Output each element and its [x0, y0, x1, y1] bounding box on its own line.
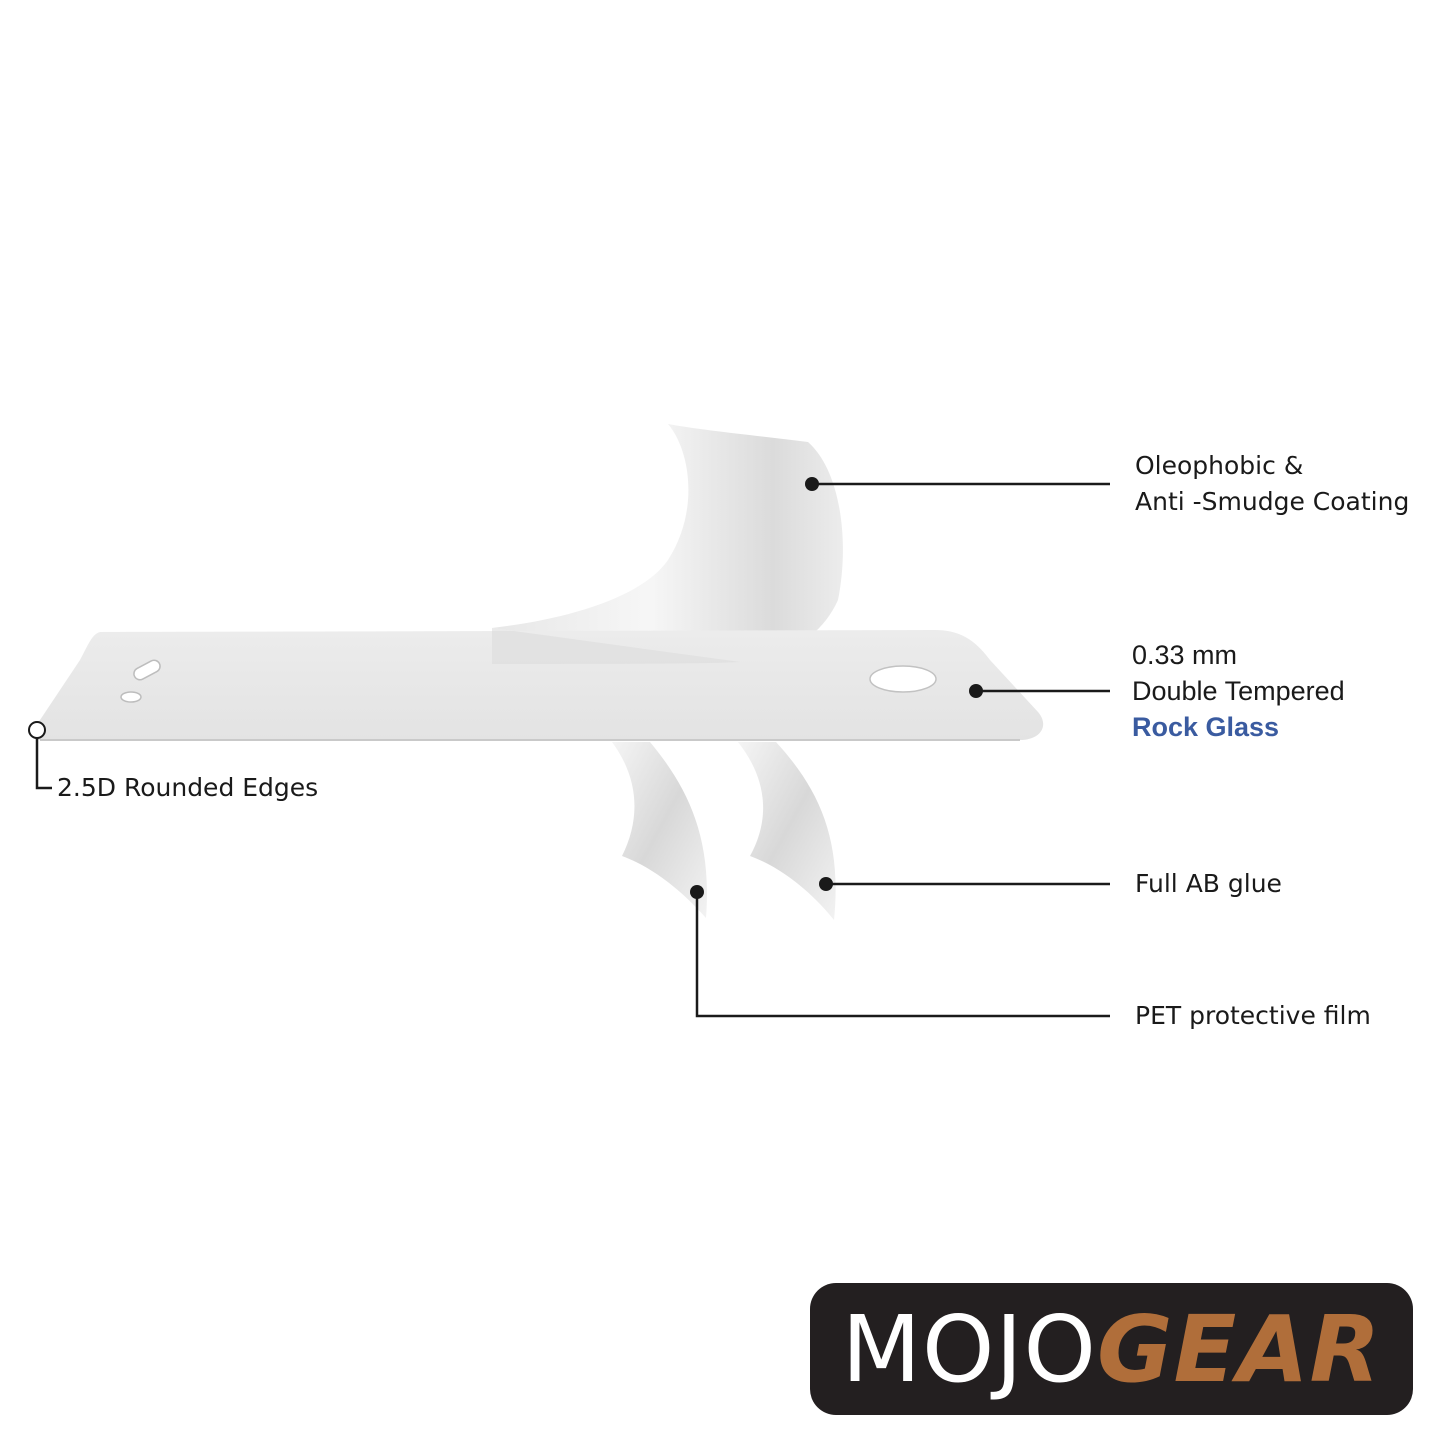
glass-label-line2: Double Tempered: [1132, 676, 1345, 706]
glass-marker-dot: [969, 684, 983, 698]
glue-marker-dot: [819, 877, 833, 891]
coating-label-line2: Anti -Smudge Coating: [1135, 487, 1410, 516]
coating-label-line1: Oleophobic &: [1135, 451, 1304, 480]
sensor-hole: [120, 691, 142, 703]
logo-mojo-text: MOJO: [841, 1295, 1097, 1403]
pet-film-strip: [612, 742, 707, 918]
glass-panel: [31, 630, 1044, 740]
logo-gear-text: GEAR: [1096, 1295, 1382, 1403]
coating-label: Oleophobic & Anti -Smudge Coating: [1135, 448, 1409, 520]
edges-label: 2.5D Rounded Edges: [57, 770, 318, 806]
pet-label-line1: PET protective film: [1135, 1001, 1371, 1030]
camera-cutout: [869, 665, 937, 693]
glue-label-line1: Full AB glue: [1135, 869, 1282, 898]
coating-marker-dot: [805, 477, 819, 491]
glass-label-line1: 0.33 mm: [1132, 640, 1238, 670]
ab-glue-strip: [738, 742, 836, 920]
pet-label: PET protective film: [1135, 998, 1371, 1034]
edge-marker-ring: [28, 721, 46, 739]
pet-marker-dot: [690, 885, 704, 899]
glass-label: 0.33 mm Double Tempered Rock Glass: [1132, 637, 1345, 745]
earpiece-slot: [133, 659, 161, 681]
coating-layer: [492, 424, 843, 662]
edges-label-line1: 2.5D Rounded Edges: [57, 773, 319, 802]
glue-label: Full AB glue: [1135, 866, 1282, 902]
glass-label-highlight: Rock Glass: [1132, 712, 1280, 742]
